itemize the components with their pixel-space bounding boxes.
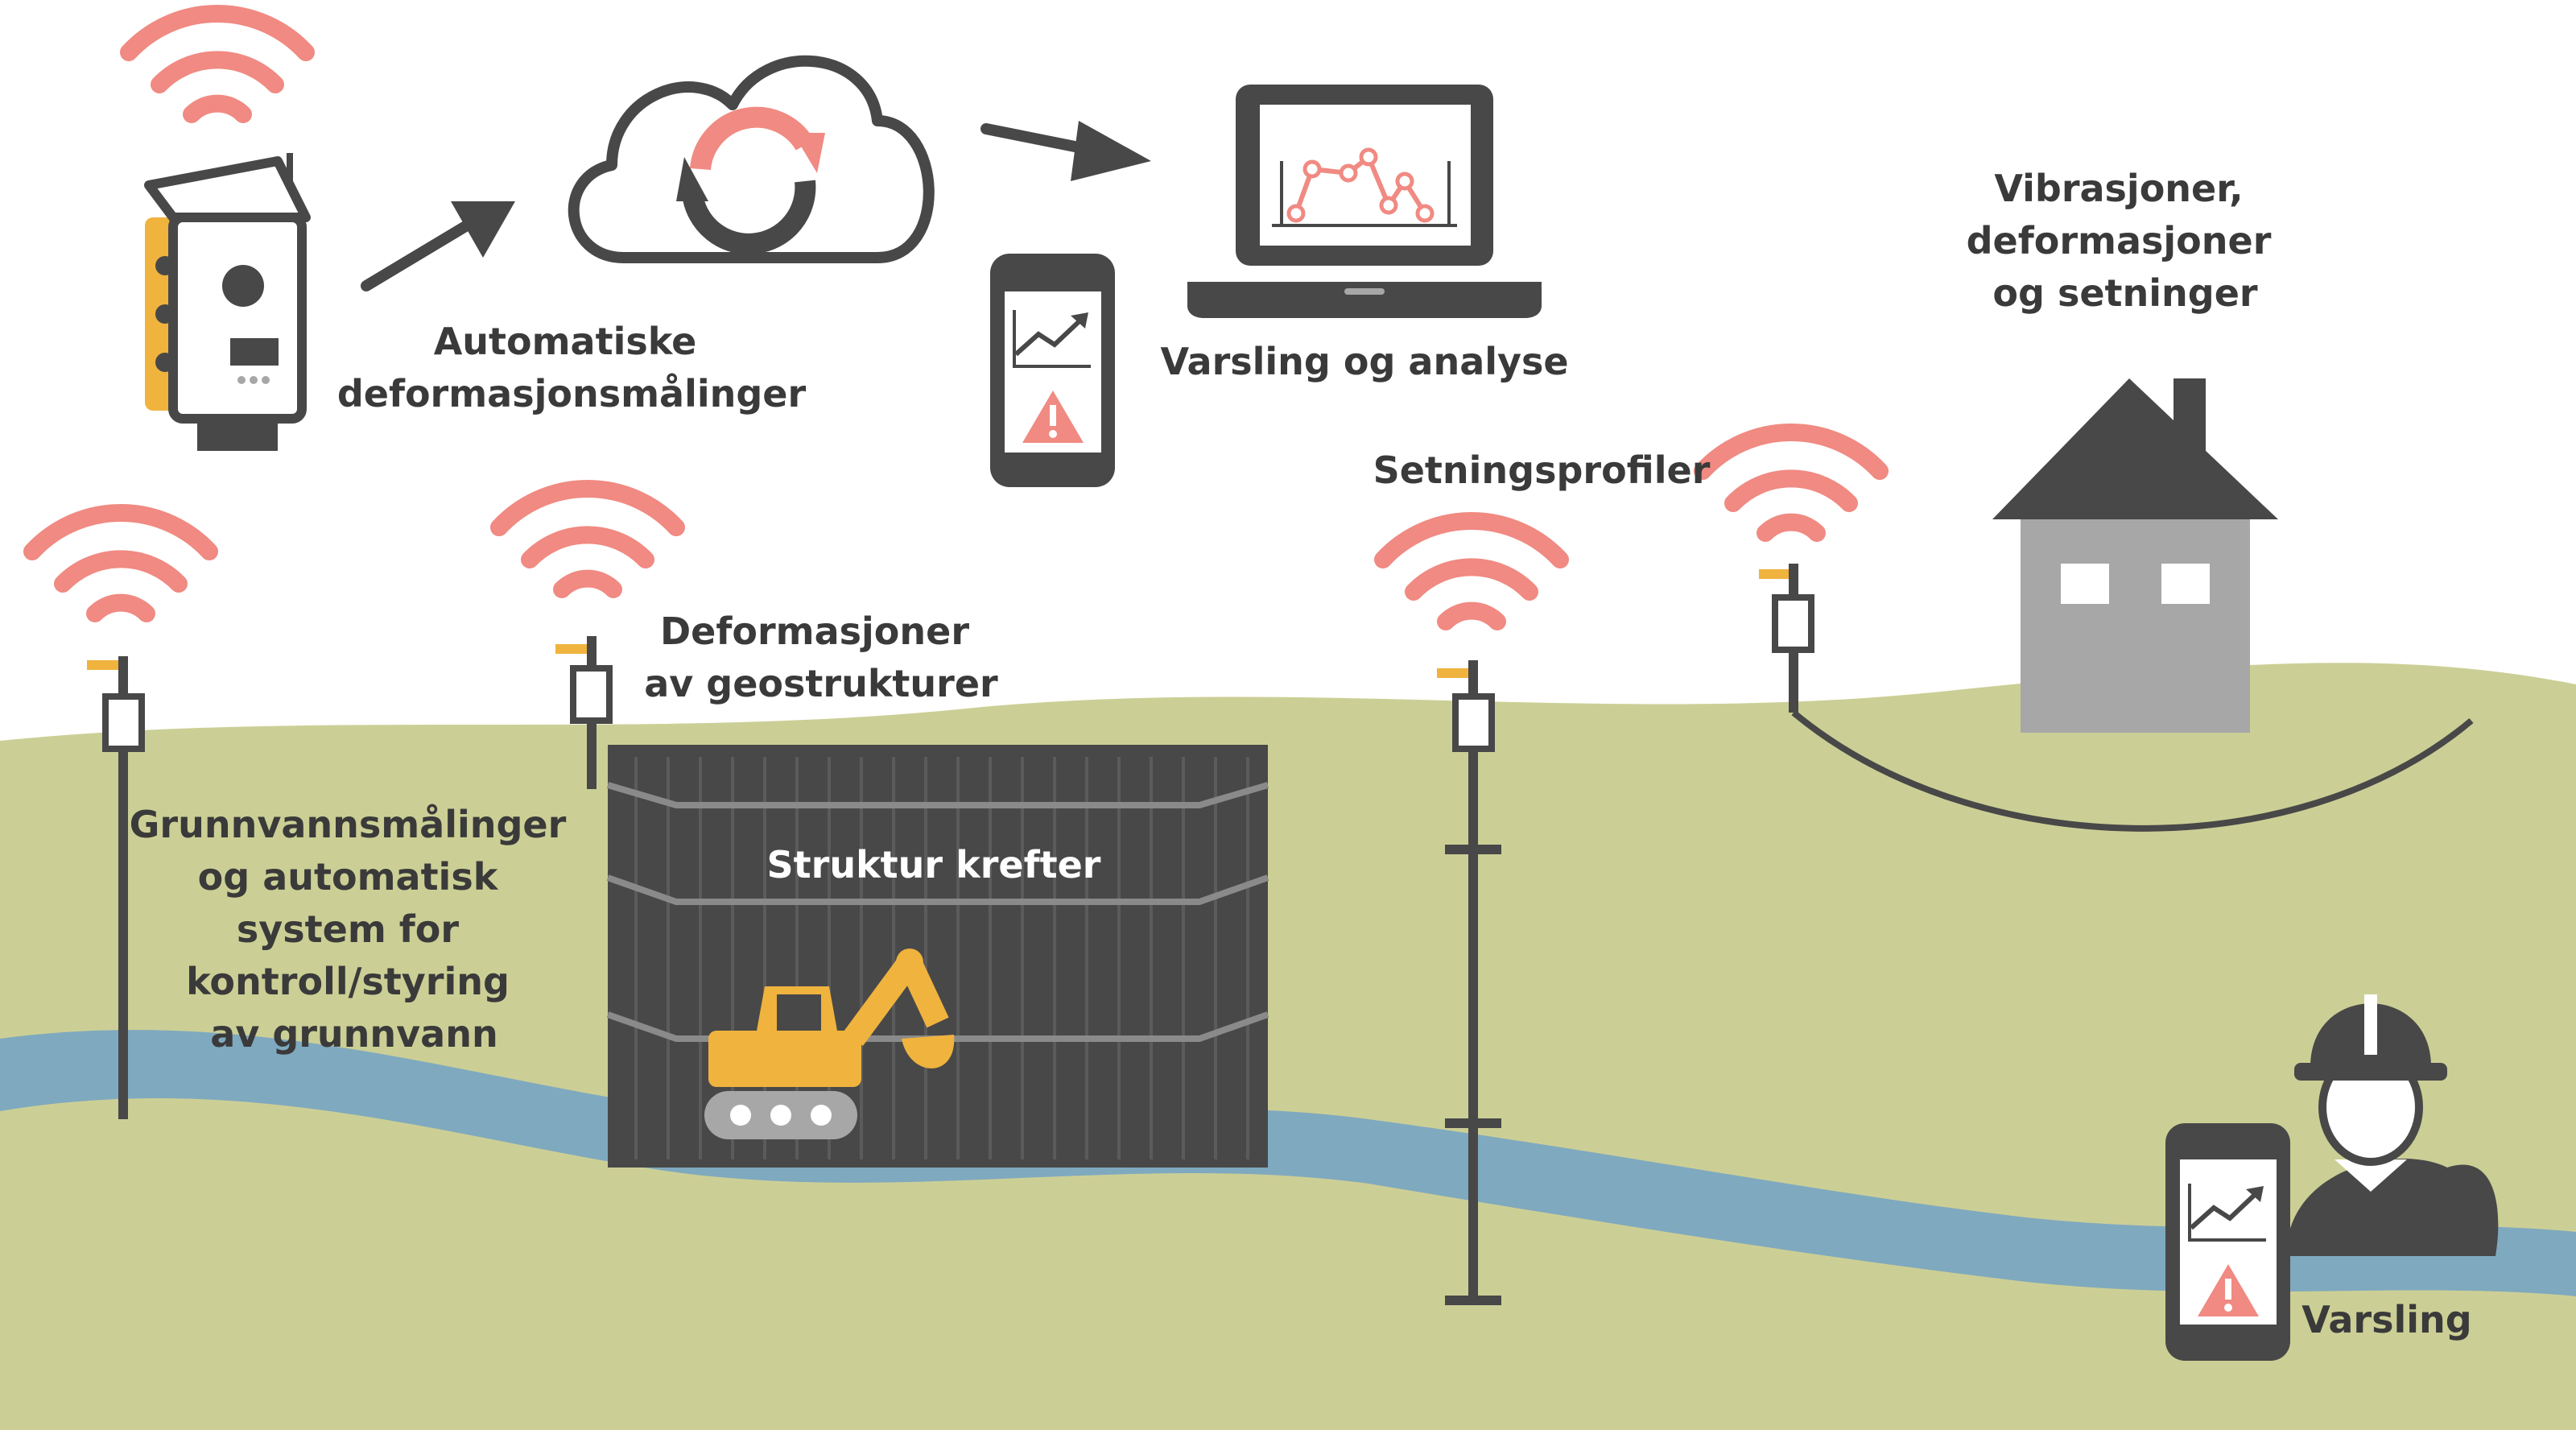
vibrations-label: Vibrasjoner, deformasjoner og setninger <box>1967 167 2285 315</box>
cloud-sync-icon <box>568 55 935 263</box>
automatic-measurements-label: Automatiske deformasjonsmålinger <box>337 320 807 415</box>
sensor-icon <box>1703 432 2474 832</box>
sensor-icon <box>32 513 209 1119</box>
phone-alert-icon <box>2165 1123 2290 1361</box>
alert-label: Varsling <box>2301 1298 2471 1341</box>
arrow-icon <box>980 121 1151 181</box>
phone-alert-icon <box>990 254 1115 487</box>
worker-icon <box>2286 994 2499 1256</box>
arrow-icon <box>361 201 515 291</box>
excavator-icon <box>704 949 955 1139</box>
geostructures-label: Deformasjoner av geostrukturer <box>644 610 998 705</box>
alert-analysis-label: Varsling og analyse <box>1160 340 1568 383</box>
sensor-icon <box>1383 521 1560 1305</box>
house-icon <box>1992 378 2278 733</box>
total-station-icon <box>129 14 306 451</box>
excavation-pit <box>606 745 1269 1168</box>
sensor-icon <box>499 489 676 789</box>
groundwater-label: Grunnvannsmålinger og automatisk system … <box>130 803 580 1056</box>
structure-forces-label: Struktur krefter <box>767 843 1101 887</box>
settlement-profiles-label: Setningsprofiler <box>1373 448 1711 492</box>
laptop-chart-icon <box>1187 85 1542 318</box>
groundwater-river <box>0 1030 2576 1296</box>
